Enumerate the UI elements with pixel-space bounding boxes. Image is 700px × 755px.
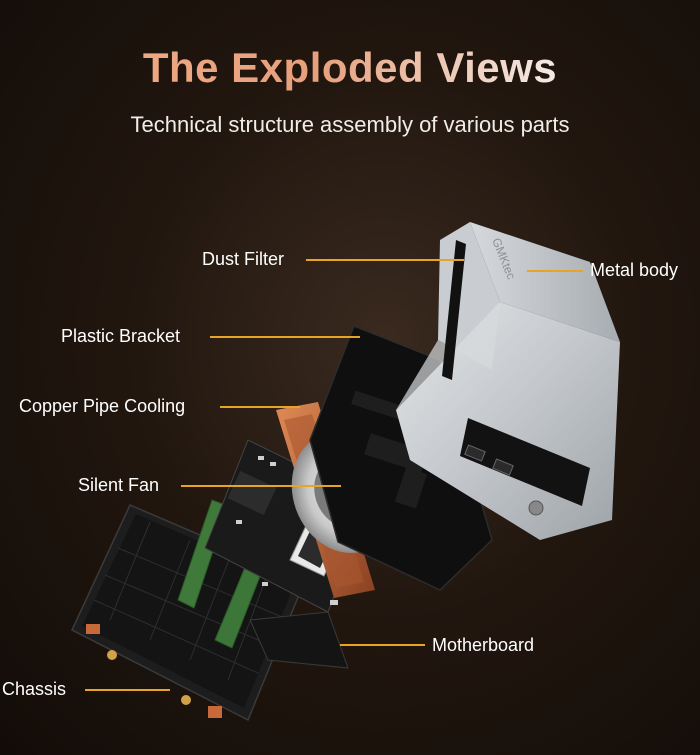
metal-body-part bbox=[396, 222, 620, 540]
leader-line-metal-body bbox=[527, 270, 583, 272]
label-silent-fan: Silent Fan bbox=[78, 475, 160, 495]
label-dust-filter: Dust Filter bbox=[202, 249, 285, 269]
leader-line-motherboard bbox=[340, 644, 425, 646]
label-plastic-bracket: Plastic Bracket bbox=[61, 326, 181, 346]
leader-line-copper-pipe bbox=[220, 406, 300, 408]
leader-line-dust-filter bbox=[306, 259, 464, 261]
leader-line-plastic-bracket bbox=[210, 336, 360, 338]
leader-line-silent-fan bbox=[181, 485, 341, 487]
page-title: The Exploded Views bbox=[0, 44, 700, 92]
label-motherboard: Motherboard bbox=[432, 635, 535, 655]
page-subtitle: Technical structure assembly of various … bbox=[130, 112, 570, 137]
label-chassis: Chassis bbox=[2, 679, 67, 699]
label-metal-body: Metal body bbox=[590, 260, 679, 280]
leader-line-chassis bbox=[85, 689, 170, 691]
label-copper-pipe-cooling: Copper Pipe Cooling bbox=[19, 396, 186, 416]
